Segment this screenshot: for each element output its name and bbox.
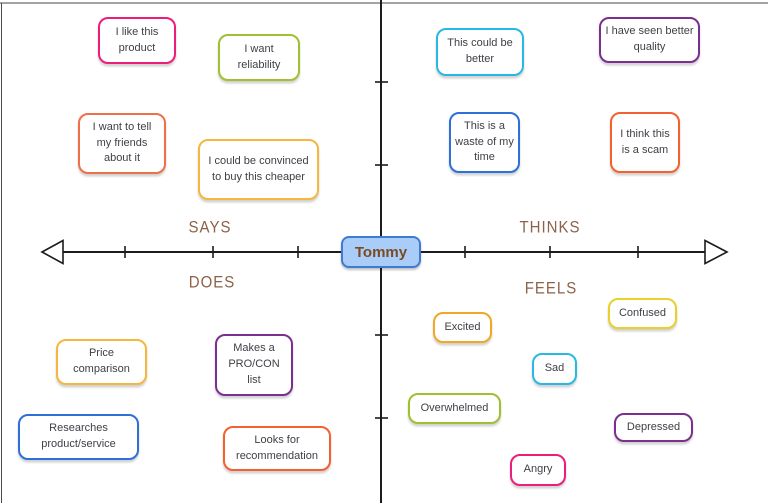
- quadrant-label-feels: FEELS: [524, 278, 578, 299]
- sticky-note[interactable]: I want reliability: [218, 34, 300, 81]
- sticky-note[interactable]: Price comparison: [56, 339, 147, 385]
- persona-box[interactable]: Tommy: [341, 236, 421, 268]
- sticky-note[interactable]: Looks for recommendation: [223, 426, 331, 471]
- sticky-note[interactable]: Makes a PRO/CON list: [215, 334, 293, 396]
- sticky-note[interactable]: I have seen better quality: [599, 17, 700, 63]
- sticky-note[interactable]: Sad: [532, 353, 577, 385]
- sticky-note[interactable]: I could be convinced to buy this cheaper: [198, 139, 319, 200]
- quadrant-label-says: SAYS: [188, 217, 232, 238]
- sticky-note[interactable]: Depressed: [614, 413, 693, 442]
- right-arrow-icon: [704, 239, 729, 265]
- sticky-note[interactable]: Confused: [608, 298, 677, 329]
- sticky-note[interactable]: Researches product/service: [18, 414, 139, 460]
- sticky-note[interactable]: Overwhelmed: [408, 393, 501, 424]
- vertical-axis-ticks: [375, 81, 388, 419]
- sticky-note[interactable]: Angry: [510, 454, 566, 486]
- quadrant-label-thinks: THINKS: [519, 217, 581, 238]
- sticky-note[interactable]: Excited: [433, 312, 492, 343]
- sticky-note[interactable]: I want to tell my friends about it: [78, 113, 166, 174]
- sticky-note[interactable]: I think this is a scam: [610, 112, 680, 173]
- left-arrow-icon: [40, 239, 64, 265]
- sticky-note[interactable]: This is a waste of my time: [449, 112, 520, 173]
- horizontal-axis-ticks: [124, 246, 639, 258]
- sticky-note[interactable]: This could be better: [436, 28, 524, 76]
- quadrant-label-does: DOES: [188, 272, 236, 293]
- sticky-note[interactable]: I like this product: [98, 17, 176, 64]
